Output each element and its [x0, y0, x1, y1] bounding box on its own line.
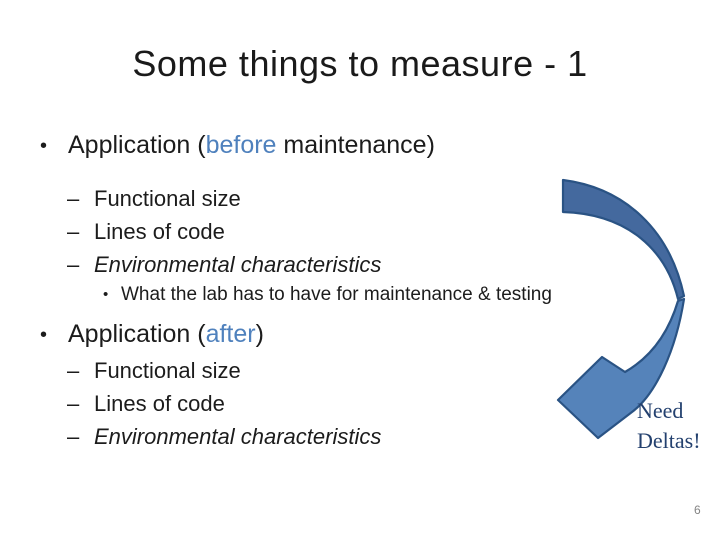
item2-pre: Application ( — [68, 320, 206, 348]
callout-need-deltas: Need Deltas! — [637, 396, 701, 456]
sub-bullet-environmental-2: –Environmental characteristics — [67, 424, 381, 450]
dash-bullet-icon: – — [67, 358, 80, 383]
curved-arrow-top-band — [561, 178, 686, 301]
sub-bullet-text: Functional size — [94, 358, 241, 383]
page-number: 6 — [694, 503, 701, 517]
bullet-icon: • — [40, 324, 48, 346]
sub-bullet-environmental-1: –Environmental characteristics — [67, 252, 381, 278]
item2-post: ) — [255, 320, 264, 348]
item1-post: maintenance) — [276, 131, 435, 159]
item1-emphasis: before — [205, 131, 277, 159]
sub-bullet-text: Functional size — [94, 186, 241, 211]
sub-bullet-lines-of-code-1: –Lines of code — [67, 219, 225, 245]
dash-bullet-icon: – — [67, 252, 80, 277]
callout-line-2: Deltas! — [637, 428, 701, 453]
dash-bullet-icon: – — [67, 391, 80, 416]
dash-bullet-icon: – — [67, 424, 80, 449]
curved-arrow-bottom-band — [556, 297, 686, 440]
bullet-application-before: • Application (before maintenance) — [40, 130, 435, 161]
curved-arrow — [550, 168, 695, 453]
application-before-text: Application (before maintenance) — [68, 131, 435, 159]
sub-bullet-functional-size-2: –Functional size — [67, 358, 241, 384]
sub-bullet-text: Environmental characteristics — [94, 252, 382, 277]
application-after-text: Application (after) — [68, 320, 264, 348]
bullet-icon: • — [103, 286, 109, 303]
sub-bullet-text: Lines of code — [94, 219, 225, 244]
note-lab-requirements: • What the lab has to have for maintenanc… — [103, 283, 552, 306]
sub-bullet-text: Lines of code — [94, 391, 225, 416]
dash-bullet-icon: – — [67, 219, 80, 244]
callout-line-1: Need — [637, 398, 684, 423]
note-text: What the lab has to have for maintenance… — [121, 284, 552, 305]
sub-bullet-text: Environmental characteristics — [94, 424, 382, 449]
sub-bullet-functional-size-1: –Functional size — [67, 186, 241, 212]
slide-title: Some things to measure - 1 — [132, 43, 588, 84]
item2-emphasis: after — [205, 320, 256, 348]
bullet-application-after: • Application (after) — [40, 319, 264, 350]
dash-bullet-icon: – — [67, 186, 80, 211]
bullet-icon: • — [40, 135, 48, 157]
sub-bullet-lines-of-code-2: –Lines of code — [67, 391, 225, 417]
item1-pre: Application ( — [68, 131, 206, 159]
curved-arrow-icon — [556, 178, 686, 440]
